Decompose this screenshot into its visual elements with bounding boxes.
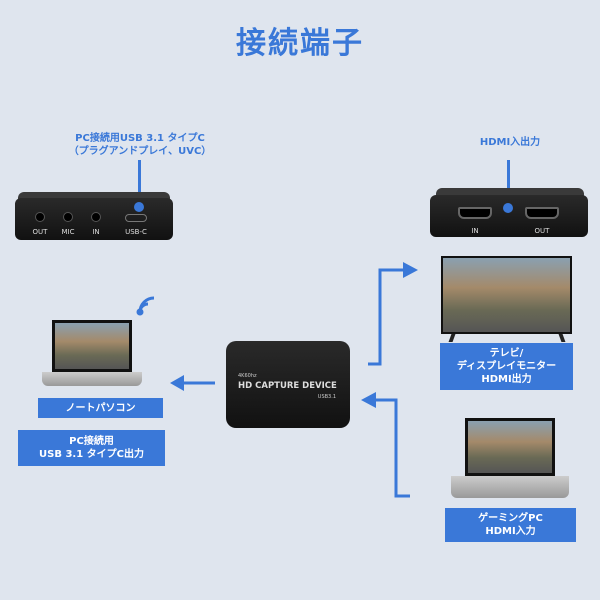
- callout-line-pointer: [507, 160, 510, 205]
- usb-c-port-icon: [125, 214, 147, 222]
- usb-c-callout: PC接続用USB 3.1 タイプC （プラグアンドプレイ、UVC）: [50, 132, 230, 158]
- caption-line: USB 3.1 タイプC出力: [39, 449, 144, 460]
- device-top: [18, 192, 170, 202]
- laptop-screen: [52, 320, 132, 372]
- callout-dot: [503, 203, 513, 213]
- page-title: 接続端子: [236, 26, 364, 61]
- gaming-laptop-base: [451, 476, 569, 498]
- port-label: IN: [92, 228, 100, 236]
- arrow-head: [403, 262, 418, 278]
- tv-caption: テレビ/ ディスプレイモニター HDMI出力: [440, 343, 573, 390]
- laptop-label: ノートパソコン: [38, 398, 163, 418]
- capture-device-front: IN OUT: [430, 195, 588, 237]
- device-spec: 4K60hz: [238, 373, 257, 379]
- port-label: MIC: [61, 228, 75, 236]
- arrow-head: [361, 392, 376, 408]
- hd-capture-device: 4K60hz HD CAPTURE DEVICE USB3.1: [226, 341, 350, 428]
- caption-line: PC接続用: [69, 436, 114, 447]
- port-label: IN: [471, 227, 479, 235]
- callout-line: PC接続用USB 3.1 タイプC: [75, 133, 205, 144]
- gaming-pc-caption: ゲーミングPC HDMI入力: [445, 508, 576, 542]
- callout-line-pointer: [138, 160, 141, 200]
- hdmi-callout: HDMI入出力: [479, 137, 541, 148]
- port-label: OUT: [534, 227, 550, 235]
- callout-dot: [134, 202, 144, 212]
- laptop-caption: PC接続用 USB 3.1 タイプC出力: [18, 430, 165, 466]
- arrow-head: [170, 375, 184, 391]
- audio-jack-icon: [35, 212, 45, 222]
- caption-line: ディスプレイモニター: [456, 361, 557, 372]
- port-label: USB-C: [125, 228, 147, 236]
- arrow-to-tv: [368, 268, 408, 366]
- callout-line: （プラグアンドプレイ、UVC）: [68, 146, 212, 157]
- tv-screen: [441, 256, 572, 334]
- arrow-from-gaming-pc: [372, 398, 410, 498]
- device-name: HD CAPTURE DEVICE: [238, 381, 337, 391]
- capture-device-rear: OUT MIC IN USB-C: [15, 198, 173, 240]
- wifi-icon: [136, 296, 155, 316]
- hdmi-port-icon: [525, 207, 559, 219]
- device-interface: USB3.1: [317, 394, 336, 400]
- caption-line: HDMI出力: [481, 374, 532, 385]
- caption-line: テレビ/: [489, 348, 524, 359]
- audio-jack-icon: [63, 212, 73, 222]
- caption-line: ゲーミングPC: [478, 513, 543, 524]
- hdmi-port-icon: [458, 207, 492, 219]
- port-label: OUT: [32, 228, 48, 236]
- caption-line: HDMI入力: [485, 526, 536, 537]
- laptop-base: [42, 372, 142, 386]
- gaming-laptop-screen: [465, 418, 555, 476]
- audio-jack-icon: [91, 212, 101, 222]
